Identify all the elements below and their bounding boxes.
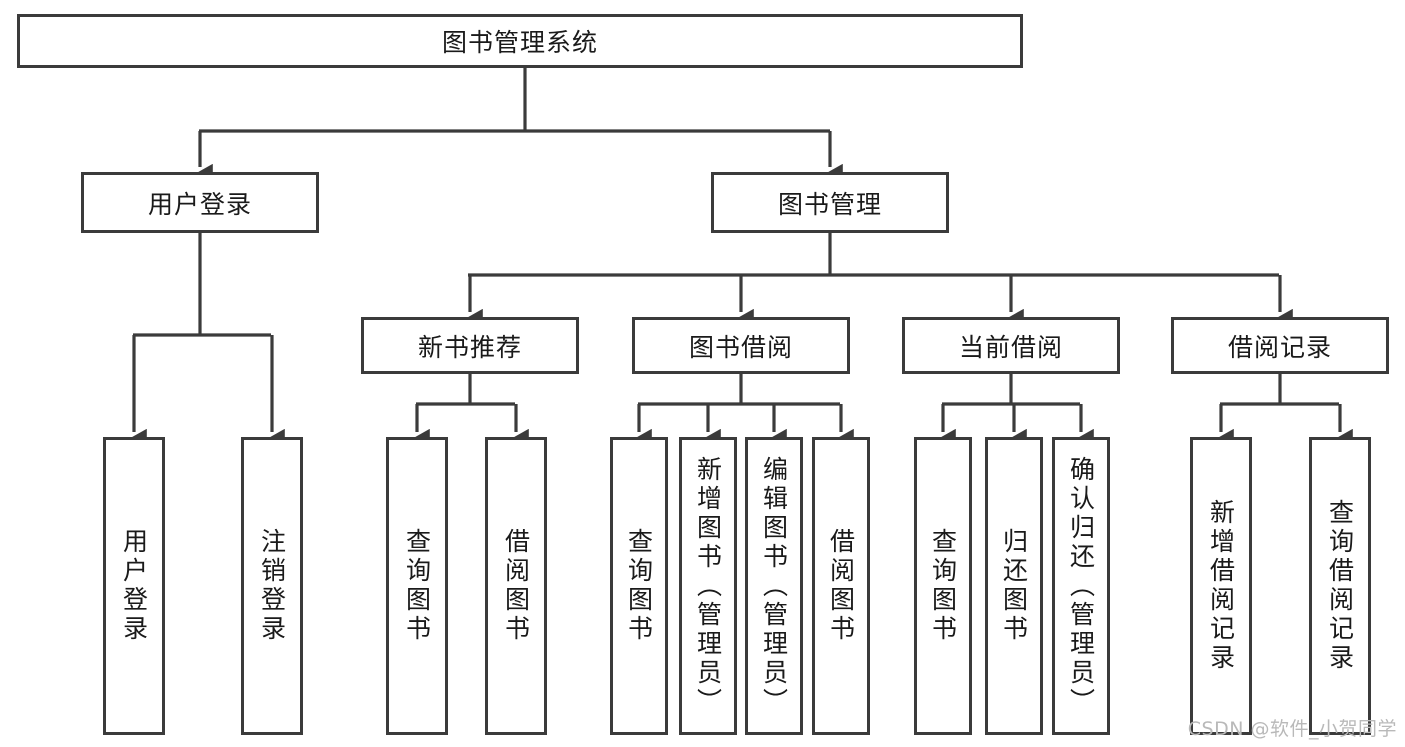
node-label: 当前借阅 [958,332,1063,362]
node-label: 借阅图书 [501,528,531,644]
node-label: 新增借阅记录 [1206,499,1236,673]
node-label: 用户登录 [119,528,149,644]
node-label: 查询图书 [402,528,432,644]
node-label: 图书管理 [777,189,882,219]
node-leaf-queryrec[interactable]: 查询借阅记录 [1309,437,1371,735]
node-label: 图书管理系统 [441,28,598,57]
node-label: 归还图书 [999,528,1029,644]
node-leaf-login[interactable]: 用户登录 [103,437,165,735]
node-label: 确认归还（管理员） [1066,455,1096,717]
node-label: 图书借阅 [688,332,793,362]
node-label: 查询图书 [624,528,654,644]
node-label: 编辑图书（管理员） [759,455,789,717]
node-leaf-return[interactable]: 归还图书 [985,437,1043,735]
node-label: 用户登录 [147,189,252,219]
node-label: 注销登录 [257,528,287,644]
node-label: 新增图书（管理员） [693,455,723,717]
node-leaf-borrow1[interactable]: 借阅图书 [485,437,547,735]
node-current[interactable]: 当前借阅 [902,317,1120,374]
node-leaf-logout[interactable]: 注销登录 [241,437,303,735]
node-bookmgmt[interactable]: 图书管理 [711,172,949,233]
node-leaf-borrow2[interactable]: 借阅图书 [812,437,870,735]
node-borrow[interactable]: 图书借阅 [632,317,850,374]
node-leaf-addrec[interactable]: 新增借阅记录 [1190,437,1252,735]
node-label: 查询图书 [928,528,958,644]
node-login[interactable]: 用户登录 [81,172,319,233]
node-leaf-query3[interactable]: 查询图书 [914,437,972,735]
node-leaf-add[interactable]: 新增图书（管理员） [679,437,737,735]
node-label: 借阅图书 [826,528,856,644]
node-leaf-query2[interactable]: 查询图书 [610,437,668,735]
node-label: 借阅记录 [1227,332,1332,362]
node-leaf-query1[interactable]: 查询图书 [386,437,448,735]
node-newbook[interactable]: 新书推荐 [361,317,579,374]
node-label: 查询借阅记录 [1325,499,1355,673]
node-root[interactable]: 图书管理系统 [17,14,1023,68]
node-leaf-edit[interactable]: 编辑图书（管理员） [745,437,803,735]
watermark-text: CSDN @软件_小贺同学 [1187,718,1397,740]
node-leaf-confirm[interactable]: 确认归还（管理员） [1052,437,1110,735]
node-records[interactable]: 借阅记录 [1171,317,1389,374]
node-label: 新书推荐 [417,332,522,362]
